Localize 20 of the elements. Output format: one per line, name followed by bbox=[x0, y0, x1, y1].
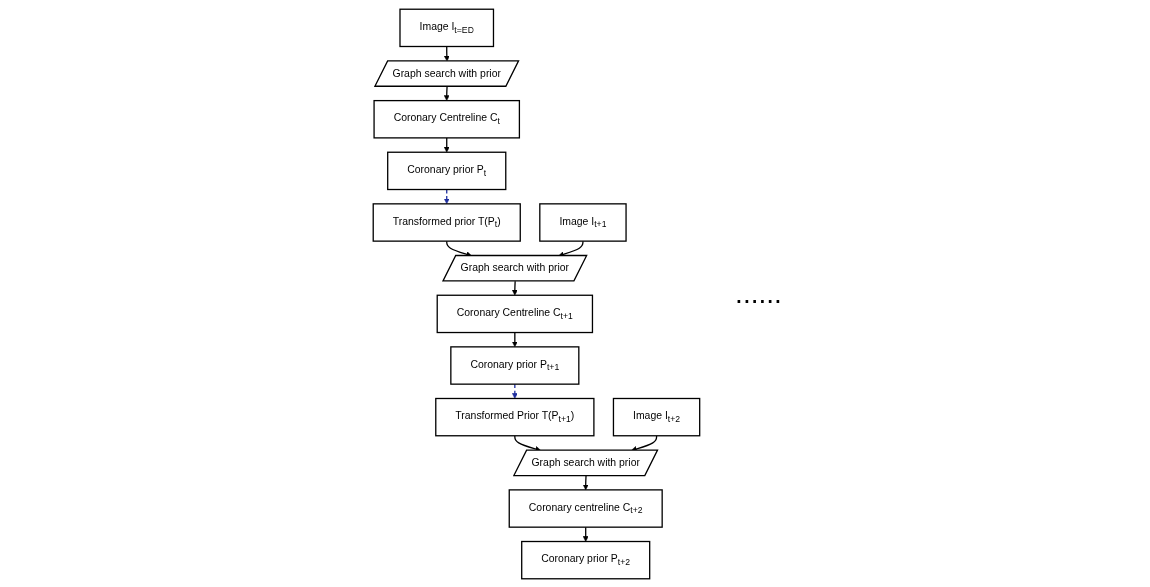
arrow bbox=[512, 331, 518, 347]
node-box: Image I$_{t+1}$ bbox=[539, 202, 627, 242]
arrow bbox=[512, 383, 518, 399]
node-box: Image I$_{t=ED}$ bbox=[399, 8, 495, 47]
arrow bbox=[444, 85, 450, 101]
node-box: Coronary Centreline C$_{t+1}$ bbox=[436, 294, 594, 333]
node-box: Coronary prior P$_{t+2}$ bbox=[521, 540, 651, 579]
node-box: Coronary prior P$_{t}$ bbox=[387, 151, 507, 190]
node-box: Image I$_{t+2}$ bbox=[613, 397, 701, 436]
node-box: Transformed prior T(P$_{t}$) bbox=[372, 202, 522, 242]
arrow bbox=[512, 280, 518, 295]
node-box: Transformed Prior T(P$_{t+1}$) bbox=[435, 397, 595, 436]
arrow bbox=[444, 188, 450, 204]
ellipsis-note: ...... bbox=[735, 277, 782, 310]
node-box: Coronary centreline C$_{t+2}$ bbox=[508, 488, 663, 528]
arrow bbox=[583, 526, 589, 542]
arrow bbox=[444, 136, 450, 152]
node-box: Coronary prior P$_{t+1}$ bbox=[450, 345, 580, 385]
arrow bbox=[444, 45, 450, 61]
node-box: Coronary Centreline C$_{t}$ bbox=[373, 99, 521, 139]
